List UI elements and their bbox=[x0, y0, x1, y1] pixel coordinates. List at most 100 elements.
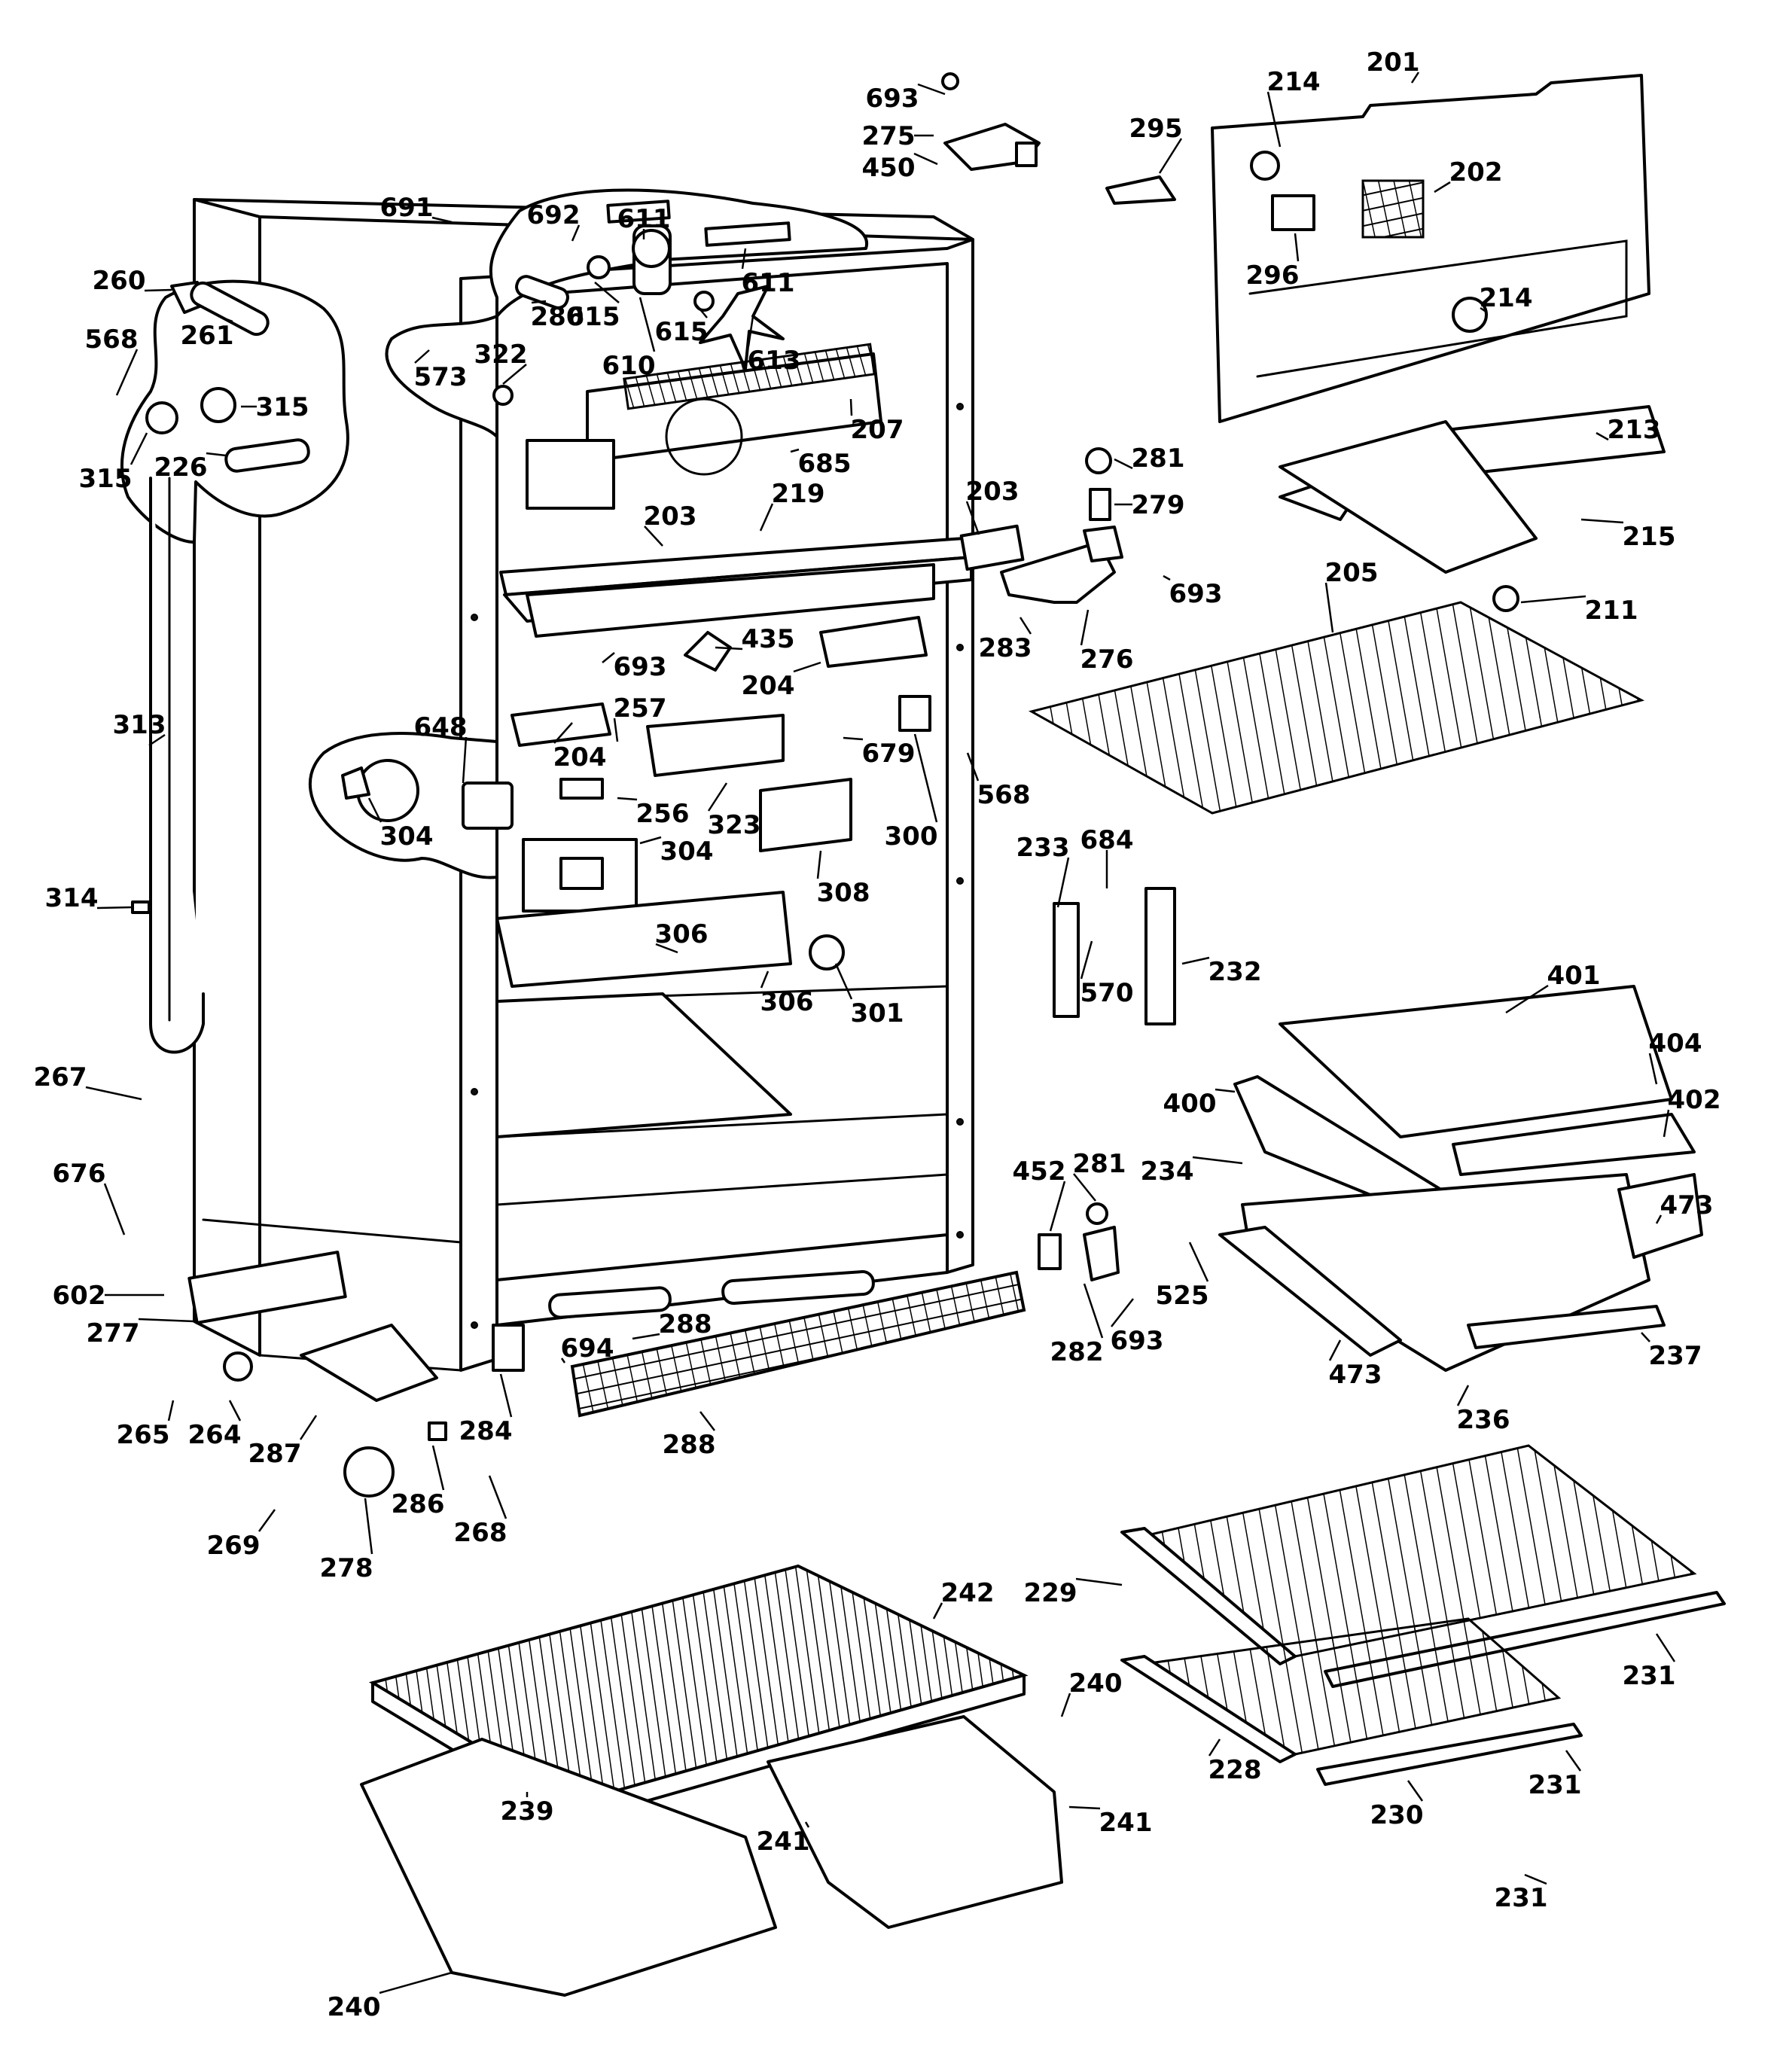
part-label-691: 691 bbox=[380, 193, 434, 223]
leader-line-264 bbox=[228, 1400, 242, 1421]
leader-line-229 bbox=[1075, 1577, 1123, 1586]
part-label-231: 231 bbox=[1529, 1770, 1582, 1800]
leader-line-267 bbox=[85, 1086, 142, 1101]
leader-line-233 bbox=[1056, 857, 1070, 908]
part-label-277: 277 bbox=[87, 1318, 140, 1348]
drain-parts bbox=[131, 275, 569, 1054]
part-label-306: 306 bbox=[760, 987, 814, 1017]
leader-line-241 bbox=[804, 1821, 810, 1828]
part-label-402: 402 bbox=[1668, 1085, 1721, 1115]
leader-line-692 bbox=[571, 224, 581, 242]
part-label-281: 281 bbox=[1132, 443, 1185, 474]
leader-line-281 bbox=[1114, 458, 1133, 470]
part-label-315: 315 bbox=[79, 464, 133, 494]
part-label-241: 241 bbox=[757, 1827, 810, 1857]
part-label-473: 473 bbox=[1329, 1360, 1382, 1390]
part-label-241: 241 bbox=[1099, 1808, 1153, 1838]
part-label-284: 284 bbox=[459, 1416, 513, 1446]
part-label-693: 693 bbox=[866, 84, 919, 114]
part-label-286: 286 bbox=[392, 1489, 445, 1519]
leader-line-269 bbox=[258, 1509, 276, 1532]
leader-line-400 bbox=[1215, 1088, 1236, 1093]
part-label-240: 240 bbox=[328, 1992, 381, 2022]
leader-line-694 bbox=[560, 1357, 566, 1364]
callout-leaders bbox=[85, 72, 1676, 1994]
leader-line-314 bbox=[96, 906, 133, 910]
leader-line-214 bbox=[1266, 91, 1282, 148]
leader-line-404 bbox=[1648, 1053, 1658, 1085]
leader-line-232 bbox=[1181, 956, 1210, 965]
hinges bbox=[941, 72, 1120, 1281]
part-label-278: 278 bbox=[320, 1553, 373, 1583]
leader-line-228 bbox=[1208, 1738, 1221, 1757]
evaporator-cutout bbox=[385, 188, 869, 438]
leader-line-401 bbox=[1505, 984, 1549, 1014]
part-label-435: 435 bbox=[742, 624, 795, 654]
part-label-233: 233 bbox=[1016, 833, 1070, 863]
leader-line-435 bbox=[715, 646, 743, 651]
leader-line-282 bbox=[1083, 1283, 1104, 1339]
leader-line-323 bbox=[707, 782, 728, 812]
leader-line-260 bbox=[144, 288, 172, 292]
part-label-239: 239 bbox=[501, 1796, 554, 1827]
base-grille bbox=[492, 1270, 1026, 1418]
leader-line-201 bbox=[1410, 72, 1420, 84]
leader-line-261 bbox=[218, 315, 233, 323]
part-label-281: 281 bbox=[1073, 1149, 1126, 1179]
leader-line-693 bbox=[602, 652, 615, 663]
leader-line-278 bbox=[364, 1498, 373, 1555]
leader-line-280 bbox=[531, 300, 547, 304]
leader-line-570 bbox=[1080, 940, 1093, 980]
leader-line-204 bbox=[553, 722, 573, 744]
part-label-685: 685 bbox=[798, 449, 852, 479]
part-label-315: 315 bbox=[256, 392, 309, 422]
part-label-568: 568 bbox=[977, 780, 1031, 810]
part-label-228: 228 bbox=[1208, 1755, 1262, 1785]
leader-line-203 bbox=[644, 526, 663, 547]
leader-line-213 bbox=[1596, 431, 1609, 441]
part-label-400: 400 bbox=[1163, 1089, 1217, 1119]
part-label-301: 301 bbox=[851, 998, 904, 1028]
part-label-610: 610 bbox=[602, 351, 656, 381]
part-label-211: 211 bbox=[1585, 596, 1638, 626]
part-label-226: 226 bbox=[154, 452, 208, 483]
leader-line-281 bbox=[1073, 1173, 1096, 1202]
part-label-264: 264 bbox=[188, 1420, 242, 1450]
mullion-assembly bbox=[499, 524, 1123, 777]
leader-line-573 bbox=[414, 349, 430, 364]
leader-line-568 bbox=[966, 752, 980, 782]
leader-line-219 bbox=[759, 503, 774, 532]
leader-line-288 bbox=[632, 1333, 660, 1340]
leader-line-215 bbox=[1580, 518, 1624, 524]
leader-line-301 bbox=[834, 963, 853, 1000]
part-label-204: 204 bbox=[553, 742, 607, 772]
leader-line-277 bbox=[138, 1318, 195, 1323]
part-label-219: 219 bbox=[772, 479, 825, 509]
part-label-231: 231 bbox=[1495, 1883, 1548, 1913]
part-label-615: 615 bbox=[567, 302, 620, 332]
leader-line-525 bbox=[1188, 1242, 1209, 1282]
leader-line-276 bbox=[1080, 609, 1090, 646]
part-label-684: 684 bbox=[1080, 825, 1134, 855]
part-label-234: 234 bbox=[1141, 1156, 1194, 1187]
part-label-306: 306 bbox=[655, 919, 709, 949]
leader-line-452 bbox=[1049, 1181, 1066, 1232]
leader-line-693 bbox=[1163, 574, 1171, 581]
part-label-213: 213 bbox=[1608, 415, 1661, 445]
leader-line-207 bbox=[849, 398, 853, 416]
part-label-256: 256 bbox=[636, 799, 690, 829]
part-label-304: 304 bbox=[380, 821, 434, 852]
part-label-276: 276 bbox=[1080, 644, 1134, 675]
part-label-257: 257 bbox=[614, 693, 667, 724]
leader-line-295 bbox=[1158, 138, 1183, 174]
part-label-573: 573 bbox=[414, 362, 468, 392]
crisper-assembly bbox=[1218, 985, 1703, 1372]
leader-line-685 bbox=[790, 448, 800, 453]
part-label-283: 283 bbox=[979, 633, 1032, 663]
leader-line-450 bbox=[913, 152, 938, 166]
part-label-237: 237 bbox=[1649, 1341, 1702, 1371]
part-label-268: 268 bbox=[454, 1518, 507, 1548]
freezer-door-liner bbox=[1105, 74, 1666, 612]
part-label-215: 215 bbox=[1623, 522, 1676, 552]
